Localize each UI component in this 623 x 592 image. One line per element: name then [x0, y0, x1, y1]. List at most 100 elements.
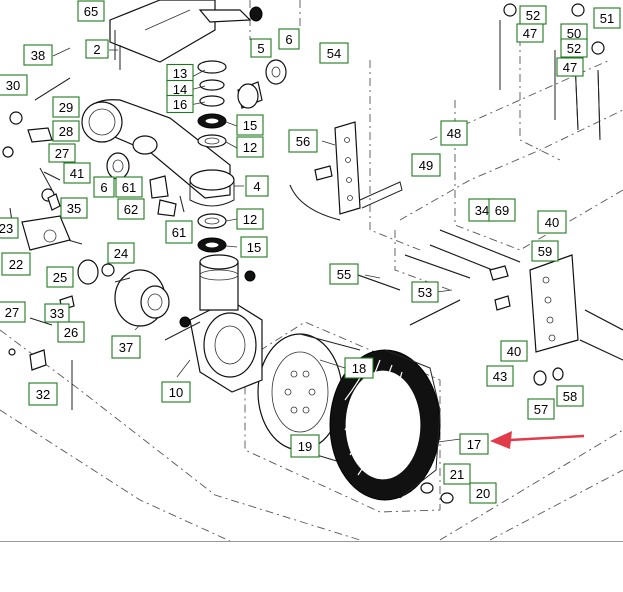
part-label-text: 50	[567, 26, 581, 41]
part-label-53: 53	[411, 281, 439, 303]
part-label-25: 25	[46, 266, 74, 288]
part-label-text: 57	[534, 402, 548, 417]
part-label-35: 35	[60, 197, 88, 219]
part-label-text: 35	[67, 201, 81, 216]
part-label-text: 52	[567, 41, 581, 56]
part-label-text: 20	[476, 486, 490, 501]
part-label-61: 61	[115, 176, 143, 198]
part-label-text: 53	[418, 285, 432, 300]
part-label-text: 14	[173, 82, 187, 97]
part-label-text: 69	[495, 203, 509, 218]
part-label-text: 43	[493, 369, 507, 384]
bearing-stack	[197, 60, 227, 253]
leader-lines	[52, 47, 469, 443]
part-label-40: 40	[500, 340, 528, 362]
part-label-text: 12	[243, 140, 257, 155]
part-label-text: 19	[298, 439, 312, 454]
part-label-69: 69	[488, 198, 516, 222]
part-label-62: 62	[117, 198, 145, 220]
part-label-33: 33	[44, 303, 70, 323]
part-label-27: 27	[0, 301, 26, 323]
part-label-text: 30	[6, 78, 20, 93]
part-label-50: 50	[560, 23, 588, 43]
part-label-text: 56	[296, 134, 310, 149]
part-label-text: 54	[327, 46, 341, 61]
part-label-27: 27	[48, 143, 76, 163]
bottom-small-parts	[420, 482, 454, 504]
part-label-6: 6	[93, 176, 115, 198]
part-label-text: 27	[55, 146, 69, 161]
part-label-text: 41	[70, 166, 84, 181]
left-hoses	[2, 77, 83, 251]
part-label-29: 29	[52, 96, 80, 118]
part-label-text: 6	[100, 180, 107, 195]
part-label-text: 47	[563, 60, 577, 75]
part-label-23: 23	[0, 217, 19, 239]
part-label-59: 59	[531, 240, 559, 262]
part-label-19: 19	[290, 434, 320, 458]
part-label-58: 58	[556, 385, 584, 407]
part-label-41: 41	[63, 162, 91, 184]
part-label-24: 24	[107, 242, 135, 264]
part-label-text: 10	[169, 385, 183, 400]
part-label-text: 51	[600, 11, 614, 26]
part-label-18: 18	[344, 357, 374, 379]
part-label-text: 58	[563, 389, 577, 404]
part-label-61: 61	[165, 220, 193, 244]
part-label-text: 62	[124, 202, 138, 217]
part-label-text: 47	[523, 26, 537, 41]
part-label-2: 2	[85, 39, 109, 59]
part-label-17: 17	[459, 433, 489, 455]
part-label-28: 28	[52, 120, 80, 142]
part-label-text: 32	[36, 387, 50, 402]
part-label-65: 65	[77, 0, 105, 22]
part-label-text: 24	[114, 246, 128, 261]
part-label-47: 47	[556, 57, 584, 77]
steering-knuckle	[164, 254, 263, 393]
part-label-text: 48	[447, 126, 461, 141]
part-label-text: 12	[243, 212, 257, 227]
tire	[329, 349, 441, 501]
part-label-text: 22	[9, 257, 23, 272]
part-label-text: 49	[419, 158, 433, 173]
part-label-text: 15	[243, 118, 257, 133]
part-label-26: 26	[57, 321, 85, 343]
part-label-16: 16	[166, 94, 194, 114]
part-label-5: 5	[250, 38, 272, 58]
part-label-30: 30	[0, 74, 28, 96]
part-label-text: 4	[253, 179, 260, 194]
part-label-22: 22	[1, 252, 31, 276]
part-label-20: 20	[469, 482, 497, 504]
right-hoses	[404, 3, 623, 386]
part-label-6: 6	[278, 28, 300, 50]
part-label-text: 2	[93, 42, 100, 57]
part-label-text: 52	[526, 8, 540, 23]
part-label-14: 14	[166, 79, 194, 99]
part-label-text: 38	[31, 48, 45, 63]
wheel-assembly-box	[244, 321, 441, 513]
part-label-text: 27	[5, 305, 19, 320]
part-label-40: 40	[537, 210, 567, 234]
part-label-13: 13	[166, 63, 194, 83]
part-label-37: 37	[111, 335, 141, 359]
part-label-text: 61	[122, 180, 136, 195]
part-label-47: 47	[516, 23, 544, 43]
part-label-10: 10	[161, 381, 191, 403]
part-label-text: 59	[538, 244, 552, 259]
part-label-12: 12	[236, 208, 264, 230]
guide-lines	[0, 0, 623, 542]
part-label-text: 37	[119, 340, 133, 355]
part-label-text: 15	[247, 240, 261, 255]
part-label-text: 61	[172, 225, 186, 240]
part-label-text: 13	[173, 66, 187, 81]
bottom-blank-area	[0, 541, 623, 592]
part-label-text: 18	[352, 361, 366, 376]
part-label-text: 33	[50, 306, 64, 321]
middle-small-parts	[47, 152, 185, 217]
part-label-text: 65	[84, 4, 98, 19]
part-label-52: 52	[560, 38, 588, 58]
part-label-54: 54	[319, 42, 349, 64]
part-label-text: 6	[285, 32, 292, 47]
